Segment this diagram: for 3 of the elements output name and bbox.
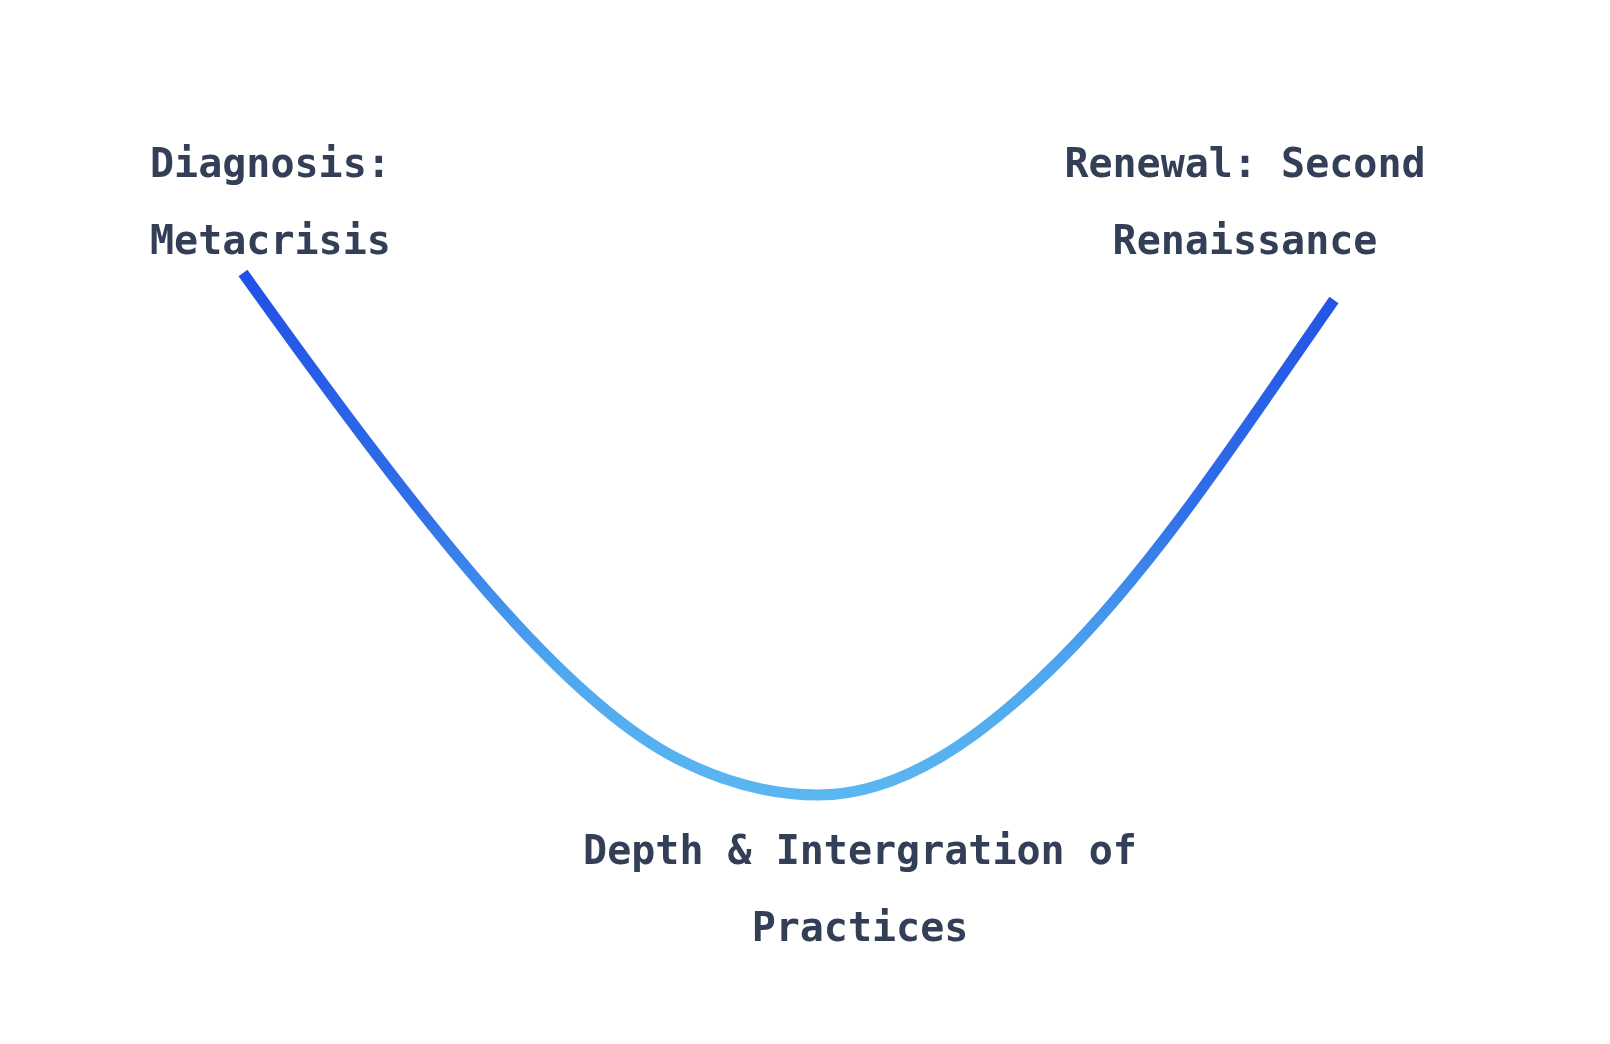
stage-label: Depth & Intergration of Practices (582, 826, 1138, 952)
stage-label: Renewal: Second Renaissance (1063, 139, 1427, 265)
stage-label: Diagnosis: Metacrisis (150, 139, 392, 265)
